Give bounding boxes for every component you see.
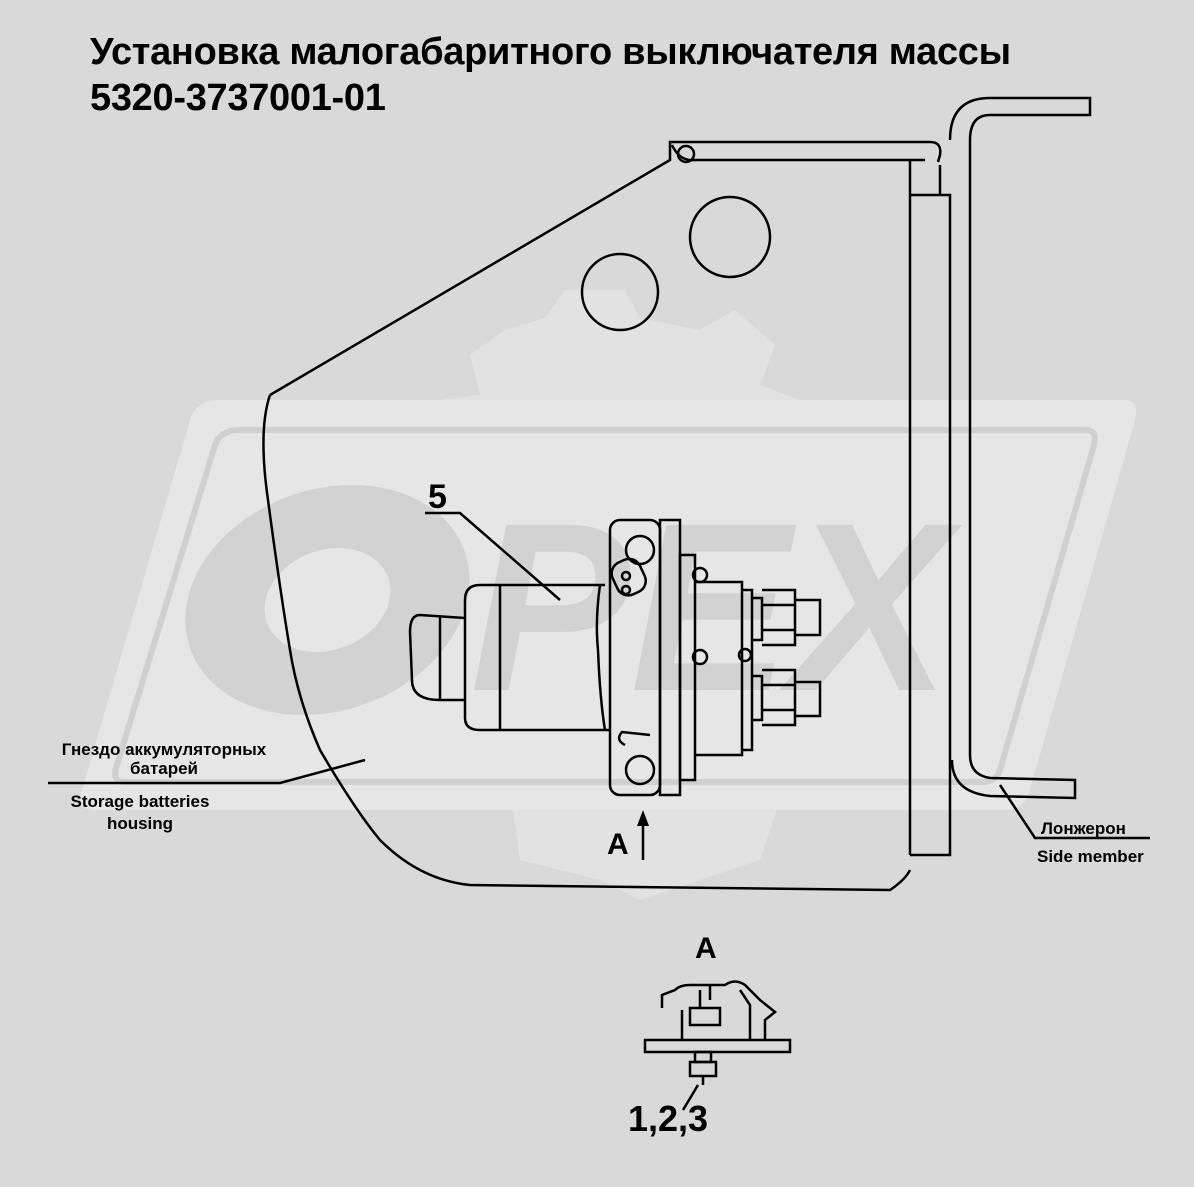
- view-arrow-head: [637, 810, 649, 826]
- battery-label-ru-1: Гнездо аккумуляторных: [61, 740, 267, 759]
- battery-label-en-2: housing: [106, 814, 174, 833]
- leader-lines: [48, 511, 1150, 860]
- battery-switch: [408, 518, 822, 797]
- battery-label-ru-2: батарей: [129, 759, 199, 778]
- bracket-plate: [262, 140, 942, 892]
- callout-part-5: 5: [428, 478, 447, 516]
- view-a-detail: [643, 980, 792, 1111]
- member-label-en: Side member: [1037, 847, 1144, 866]
- callout-fasteners: 1,2,3: [628, 1098, 709, 1139]
- callout-view-arrow: A: [607, 828, 629, 861]
- mounting-hole: [580, 252, 660, 332]
- watermark-band-inner: [112, 427, 1098, 785]
- battery-label-en-1: Storage batteries: [70, 792, 210, 811]
- member-label-ru: Лонжерон: [1041, 819, 1126, 838]
- watermark-logo: PEX: [80, 290, 1137, 900]
- watermark-letters: PEX: [470, 473, 963, 741]
- view-a-title: A: [695, 932, 717, 965]
- drawing-title: Установка малогабаритного выключателя ма…: [90, 31, 1011, 73]
- drawing-part-number: 5320-3737001-01: [90, 77, 386, 119]
- mounting-hole: [688, 195, 772, 279]
- side-member: [910, 96, 1092, 857]
